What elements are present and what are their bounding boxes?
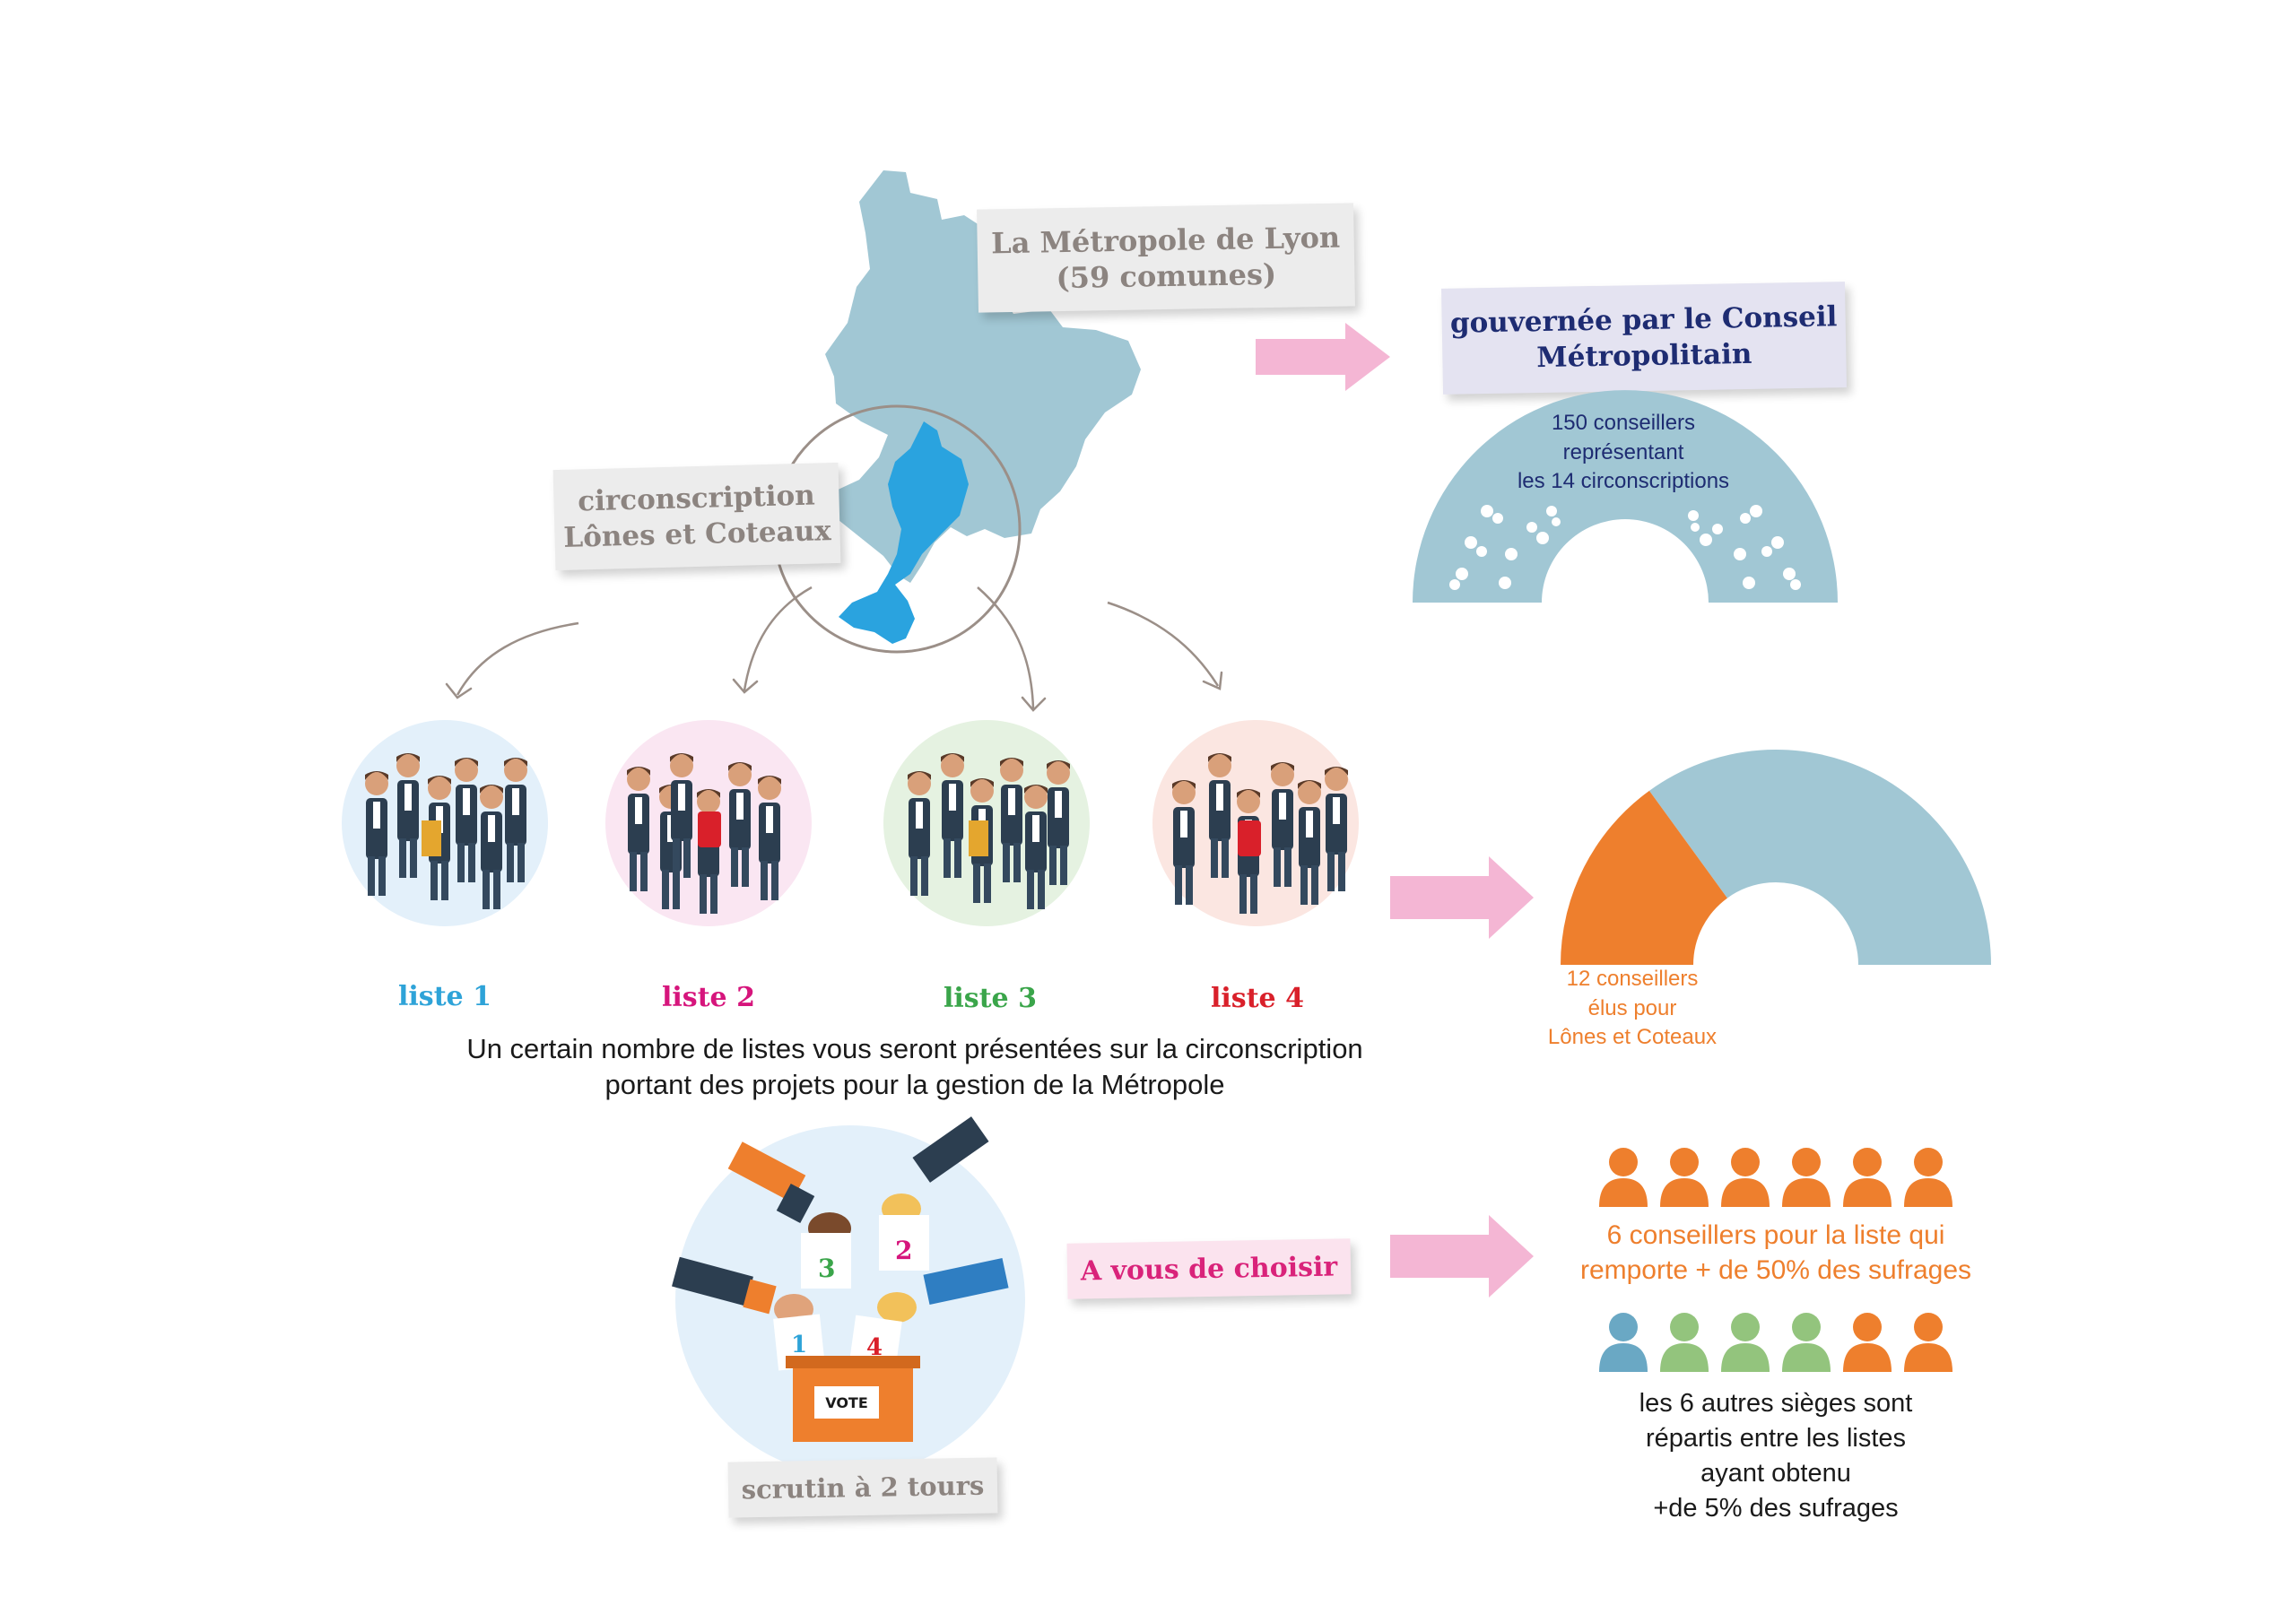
- arrow-to-liste-2: [743, 586, 813, 691]
- majority-seats-row: [1599, 1148, 1952, 1207]
- person-icon: [1904, 1148, 1952, 1207]
- conseil-count-line2: représentant: [1562, 439, 1684, 464]
- majority-line2: remporte + de 50% des sufrages: [1579, 1255, 1972, 1285]
- others-line4: +de 5% des sufrages: [1653, 1493, 1899, 1523]
- majority-line1: 6 conseillers pour la liste qui: [1606, 1220, 1945, 1250]
- arrow-to-liste-4: [1107, 601, 1220, 687]
- seats-line2: élus pour: [1587, 995, 1677, 1020]
- others-line1: les 6 autres sièges sont: [1639, 1389, 1913, 1418]
- listes-caption-line2: portant des projets pour la gestion de l…: [604, 1069, 1225, 1101]
- ballot-box-label: VOTE: [825, 1394, 868, 1411]
- others-line2: répartis entre les listes: [1645, 1423, 1907, 1453]
- liste-2-group: [605, 720, 812, 926]
- arrow-to-liste-1: [456, 621, 579, 696]
- person-icon: [1782, 1313, 1831, 1372]
- arrow-to-liste-3: [977, 586, 1035, 709]
- person-icon: [1843, 1313, 1892, 1372]
- ballot-number-1: 1: [791, 1332, 808, 1358]
- ballot-number-4: 4: [866, 1334, 883, 1361]
- seat-dots: [1449, 505, 1801, 590]
- liste-3-label: liste 3: [944, 983, 1037, 1014]
- others-text: les 6 autres sièges sont répartis entre …: [1525, 1386, 2027, 1525]
- pink-arrow-icon: [1390, 856, 1534, 939]
- seats-text: 12 conseillers élus pour Lônes et Coteau…: [1516, 965, 1749, 1053]
- conseil-count-text: 150 conseillers représentant les 14 circ…: [1471, 409, 1776, 497]
- liste-3-group: [883, 720, 1090, 926]
- liste-4-label: liste 4: [1211, 983, 1304, 1014]
- circonscription-map-shape: [839, 421, 969, 644]
- liste-4-group: [1152, 720, 1359, 926]
- person-icon: [1721, 1148, 1770, 1207]
- person-icon: [1782, 1148, 1831, 1207]
- choisir-tag: A vous de choisir: [1066, 1238, 1352, 1299]
- scrutin-text: scrutin à 2 tours: [741, 1470, 985, 1506]
- conseil-hemicycle: [1413, 390, 1838, 603]
- person-icon: [1660, 1313, 1709, 1372]
- liste-1-label: liste 1: [398, 981, 491, 1012]
- liste-2-label: liste 2: [662, 982, 755, 1013]
- seats-line3: Lônes et Coteaux: [1547, 1025, 1718, 1050]
- majority-text: 6 conseillers pour la liste qui remporte…: [1525, 1218, 2027, 1288]
- pink-arrow-icon: [1390, 1215, 1534, 1298]
- seats-hemicycle: [1561, 750, 1991, 965]
- other-seats-row: [1599, 1313, 1952, 1372]
- person-icon: [1660, 1148, 1709, 1207]
- person-icon: [1721, 1313, 1770, 1372]
- person-icon: [1599, 1313, 1648, 1372]
- conseil-count-line1: 150 conseillers: [1551, 411, 1696, 435]
- scrutin-tag: scrutin à 2 tours: [727, 1457, 998, 1518]
- liste-1-group: [342, 720, 548, 926]
- person-icon: [1904, 1313, 1952, 1372]
- ballot-number-3: 3: [818, 1254, 836, 1283]
- ballot-number-2: 2: [895, 1236, 913, 1265]
- person-icon: [1599, 1148, 1648, 1207]
- listes-caption-line1: Un certain nombre de listes vous seront …: [466, 1033, 1363, 1064]
- seats-other-wedge: [1648, 750, 1991, 965]
- conseil-count-line3: les 14 circonscriptions: [1517, 469, 1730, 494]
- person-icon: [1843, 1148, 1892, 1207]
- seats-line1: 12 conseillers: [1566, 967, 1699, 991]
- pink-arrow-icon: [1256, 323, 1390, 391]
- others-line3: ayant obtenu: [1700, 1458, 1851, 1488]
- listes-caption: Un certain nombre de listes vous seront …: [377, 1031, 1453, 1104]
- choisir-text: A vous de choisir: [1080, 1251, 1338, 1287]
- seats-highlight-wedge: [1561, 790, 1727, 965]
